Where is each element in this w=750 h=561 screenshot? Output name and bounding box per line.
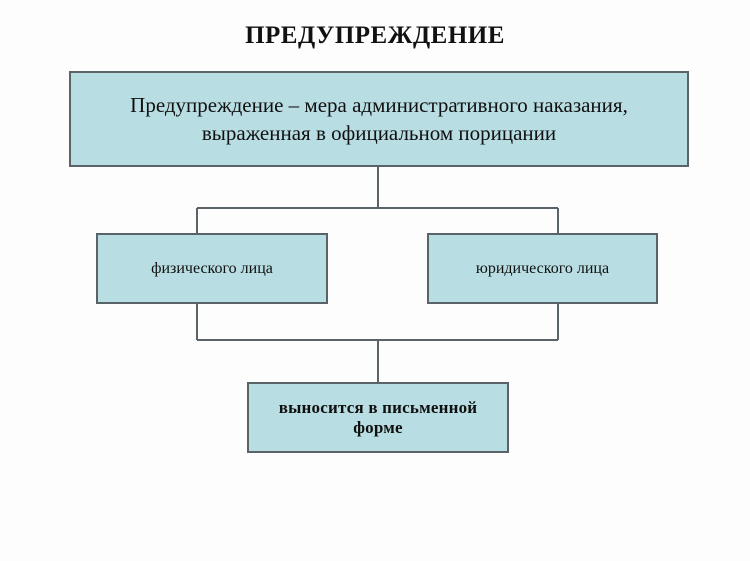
node-legal-entity: юридического лица xyxy=(427,233,658,304)
node-physical-person-label: физического лица xyxy=(151,259,273,277)
node-written-form-label: выносится в письменной форме xyxy=(278,397,478,437)
node-definition-line2: выраженная в официальном порицании xyxy=(201,121,557,145)
node-written-form: выносится в письменной форме xyxy=(247,382,509,453)
node-definition-line1: Предупреждение – мера административного … xyxy=(130,92,628,117)
page-title: ПРЕДУПРЕЖДЕНИЕ xyxy=(245,22,505,49)
node-definition: Предупреждение – мера административного … xyxy=(69,71,689,167)
node-definition-label: Предупреждение – мера административного … xyxy=(71,91,687,148)
node-physical-person: физического лица xyxy=(96,233,328,304)
node-legal-entity-label: юридического лица xyxy=(475,259,610,277)
